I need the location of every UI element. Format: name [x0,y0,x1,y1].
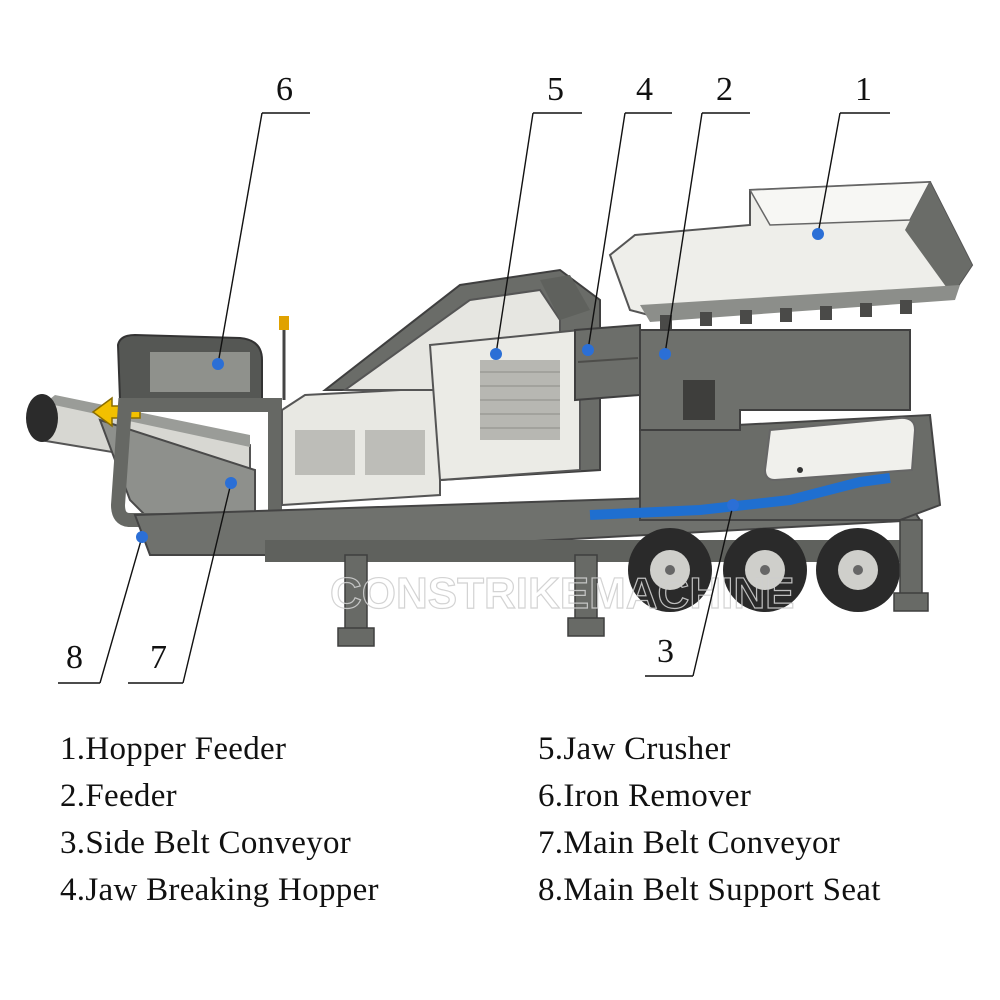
legend-item-8: 8.Main Belt Support Seat [538,872,881,908]
callout-number-8: 8 [66,639,83,676]
legend-item-3: 3.Side Belt Conveyor [60,825,352,861]
marker-1 [812,228,824,240]
jaw-crusher [322,268,601,482]
control-panel [763,416,917,482]
marker-4 [582,344,594,356]
legend-item-6: 6.Iron Remover [538,778,752,814]
callout-number-1: 1 [855,71,872,108]
marker-5 [490,348,502,360]
feeder [639,329,911,431]
callout-number-4: 4 [636,71,653,108]
callout-number-2: 2 [716,71,733,108]
support-legs [337,519,929,647]
marker-6 [212,358,224,370]
callout-number-7: 7 [150,639,167,676]
legend-item-2: 2.Feeder [60,778,177,814]
power-unit [281,386,441,507]
side-belt-conveyor [589,473,891,520]
mobile-crusher-diagram: CONSTRIKEMACHINE 1 2 3 4 5 6 7 [26,71,974,684]
callout-markers [136,228,824,543]
callout-number-3: 3 [657,633,674,670]
watermark: CONSTRIKEMACHINE [330,569,794,618]
callouts [58,112,890,684]
legend-item-5: 5.Jaw Crusher [538,731,731,767]
legend-item-4: 4.Jaw Breaking Hopper [60,872,379,908]
wheel [816,528,900,612]
marker-2 [659,348,671,360]
jaw-breaking-hopper [574,323,641,402]
warning-beacon-icon [279,316,289,400]
marker-3 [727,499,739,511]
machine-illustration [26,180,974,647]
wheels [628,528,900,612]
marker-7 [225,477,237,489]
callout-number-6: 6 [276,71,293,108]
callout-number-5: 5 [547,71,564,108]
main-belt-conveyor [26,394,256,532]
hopper-feeder [608,180,974,329]
callout-numbers: 1 2 3 4 5 6 7 8 [66,71,872,676]
legend-item-7: 7.Main Belt Conveyor [538,825,841,861]
wheel [628,528,712,612]
marker-8 [136,531,148,543]
legend-item-1: 1.Hopper Feeder [60,731,287,767]
wheel [723,528,807,612]
